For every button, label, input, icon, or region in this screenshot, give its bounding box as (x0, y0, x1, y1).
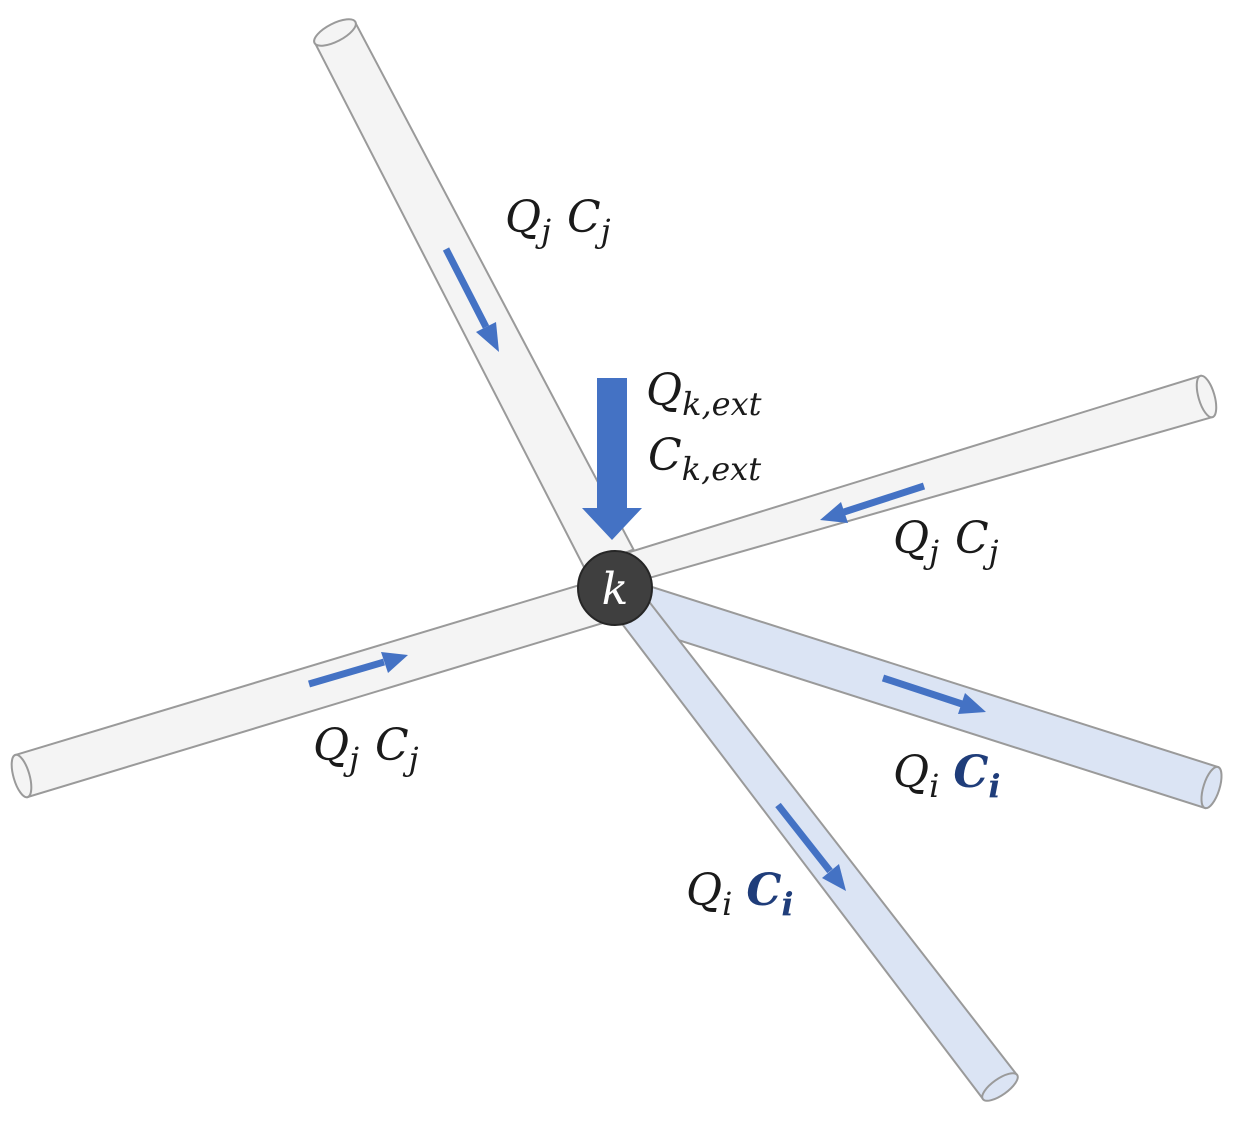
arrow-lower-right (881, 674, 986, 714)
pipe-bottom-end (981, 1072, 1019, 1102)
pipe-lower-right-end (1200, 765, 1223, 810)
external-flow-label: Qk,ext (646, 365, 762, 423)
arrow-left (308, 652, 408, 688)
pipe-upper-left-end (313, 18, 357, 47)
external-concentration-label: Ck,ext (648, 430, 761, 488)
arrow-upper-right (820, 482, 926, 523)
pipe-upper-left (313, 18, 635, 570)
node-label: k (602, 564, 629, 615)
arrow-bottom (775, 802, 846, 891)
pipe-left-end (10, 753, 33, 799)
pipe-upper-left-body (313, 20, 635, 570)
pipe-left (10, 576, 615, 799)
node-k: k (577, 550, 653, 626)
flow-arrows (308, 247, 986, 891)
arrow-upper-left (442, 247, 499, 352)
pipe-upper-right-end (1195, 374, 1218, 419)
external-inflow-arrow (582, 378, 642, 540)
